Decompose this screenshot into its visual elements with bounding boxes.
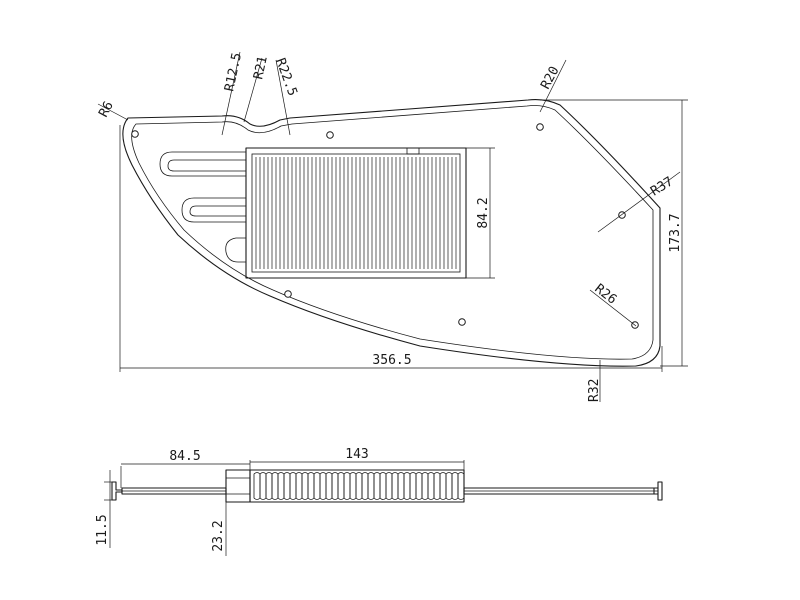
side-pleat xyxy=(349,472,357,500)
side-pleat xyxy=(301,472,309,500)
side-pleat xyxy=(433,472,441,500)
dim-23-2: 23.2 xyxy=(211,502,227,556)
r20-label: R20 xyxy=(538,64,562,92)
side-pleat xyxy=(337,472,345,500)
mounting-hole xyxy=(284,290,292,298)
r26-label: R26 xyxy=(592,281,620,307)
dim-23-2-label: 23.2 xyxy=(211,520,226,551)
dim-173-7: 173.7 xyxy=(540,99,688,367)
side-pleat xyxy=(343,472,351,500)
rib-channels xyxy=(159,151,246,263)
right-flange xyxy=(653,481,663,501)
r32-label: R32 xyxy=(587,379,602,402)
side-pleat xyxy=(277,472,285,500)
side-pleat xyxy=(409,472,417,500)
filter-element-frame xyxy=(245,147,467,279)
mounting-hole xyxy=(536,123,544,131)
side-pleat xyxy=(415,472,423,500)
filter-tab xyxy=(406,147,420,155)
frame-block xyxy=(225,469,251,503)
dim-143: 143 xyxy=(250,447,465,470)
dim-356-5: 356.5 xyxy=(119,125,663,372)
pleat-pack xyxy=(249,469,465,503)
side-pleat xyxy=(265,472,273,500)
mounting-holes xyxy=(131,123,639,329)
dim-143-label: 143 xyxy=(345,447,368,462)
r21-label: R21 xyxy=(251,55,271,81)
side-pleat xyxy=(427,472,435,500)
side-pleat xyxy=(451,472,459,500)
side-pleat xyxy=(319,472,327,500)
dim-11-5: 11.5 xyxy=(95,470,112,548)
dim-84-5: 84.5 xyxy=(120,449,251,488)
r6-label: R6 xyxy=(96,99,117,120)
side-pleat xyxy=(307,472,315,500)
side-pleat xyxy=(331,472,339,500)
side-pleat xyxy=(325,472,333,500)
side-pleat xyxy=(373,472,381,500)
side-pleat xyxy=(403,472,411,500)
side-pleat xyxy=(313,472,321,500)
mounting-hole xyxy=(458,318,466,326)
side-pleat xyxy=(361,472,369,500)
dim-84-2: 84.2 xyxy=(466,147,495,279)
dim-84-5-label: 84.5 xyxy=(169,449,200,464)
side-pleat xyxy=(457,472,465,500)
side-pleat xyxy=(439,472,447,500)
dim-11-5-label: 11.5 xyxy=(95,514,110,545)
r22-5-label: R22.5 xyxy=(272,56,299,98)
panel-outline xyxy=(122,99,661,367)
side-pleat xyxy=(421,472,429,500)
r12-5-label: R12.5 xyxy=(222,51,245,92)
side-pleat xyxy=(253,472,261,500)
top-view: 84.2 173.7 356.5 R6 R12.5 R21 R22.5 xyxy=(96,51,688,402)
mounting-hole xyxy=(326,131,334,139)
side-pleat xyxy=(397,472,405,500)
side-pleat xyxy=(367,472,375,500)
side-pleats xyxy=(253,472,465,500)
side-pleat xyxy=(379,472,387,500)
left-flange xyxy=(111,481,123,501)
side-pleat xyxy=(355,472,363,500)
side-pleat xyxy=(295,472,303,500)
dim-173-7-label: 173.7 xyxy=(668,213,683,252)
side-pleat xyxy=(259,472,267,500)
filter-pleats xyxy=(255,157,457,269)
side-pleat xyxy=(271,472,279,500)
dim-84-2-label: 84.2 xyxy=(476,197,491,228)
side-pleat xyxy=(289,472,297,500)
filter-element-inner xyxy=(251,153,461,273)
side-view: 84.5 143 11.5 23.2 xyxy=(95,447,663,556)
side-pleat xyxy=(385,472,393,500)
mounting-hole xyxy=(131,130,139,138)
side-pleat xyxy=(391,472,399,500)
side-pleat xyxy=(445,472,453,500)
dim-356-5-label: 356.5 xyxy=(372,353,411,368)
side-pleat xyxy=(283,472,291,500)
panel-inner-outline xyxy=(131,105,654,360)
